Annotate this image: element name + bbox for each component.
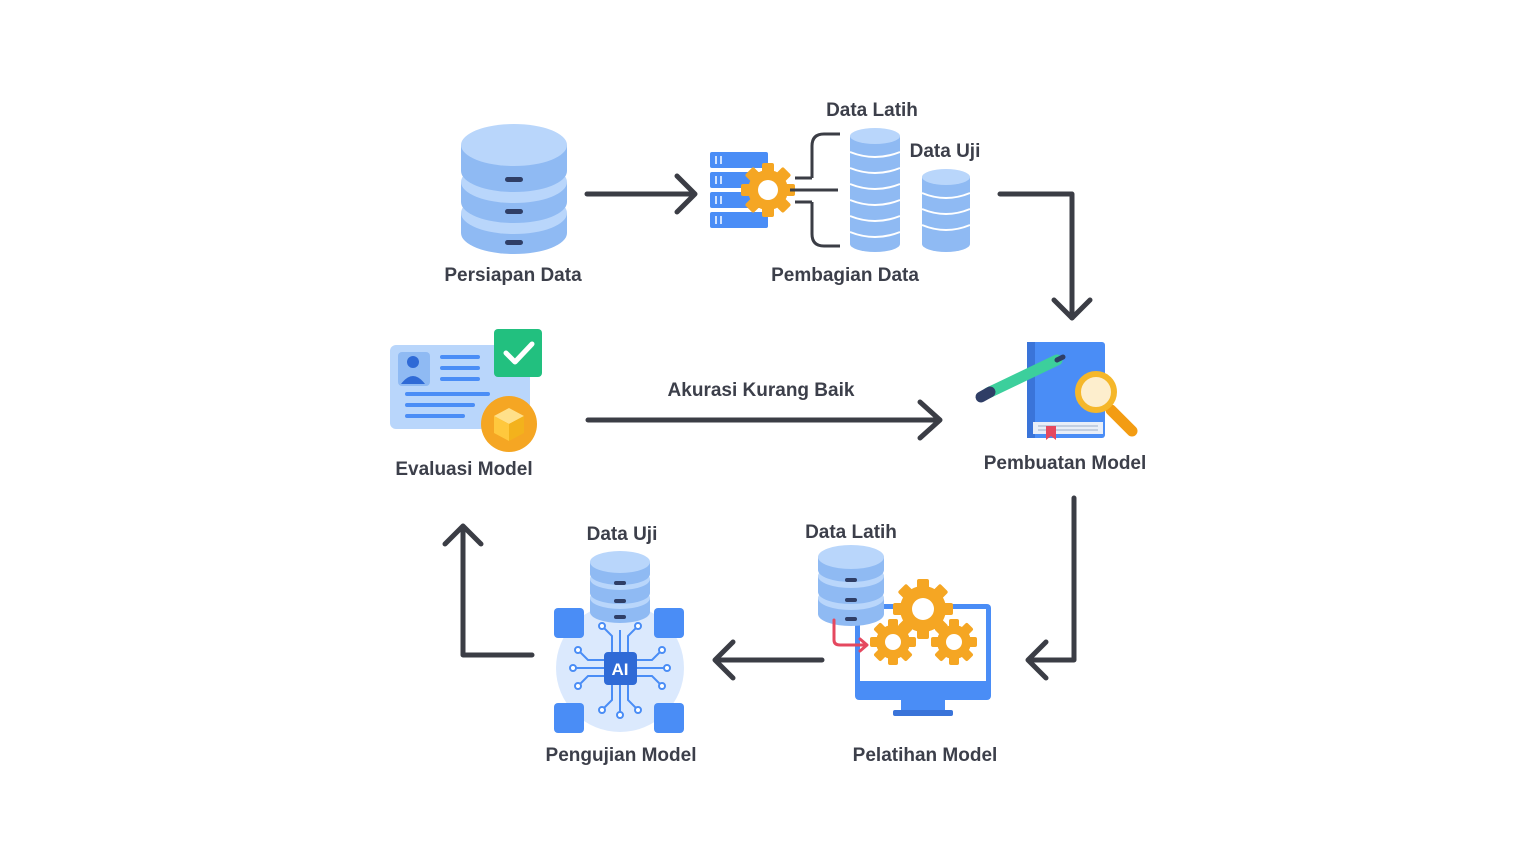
step-label-pembuatan-model: Pembuatan Model: [984, 453, 1147, 474]
user-avatar-icon: [407, 356, 419, 368]
database-icon: [461, 124, 567, 254]
arrow-persiapan-to-pembagian: [584, 173, 698, 215]
ai-chip-icon: AI: [554, 604, 684, 733]
gear-icon: [741, 163, 795, 217]
checkmark-icon: [494, 329, 542, 377]
step-label-pengujian-model: Pengujian Model: [546, 745, 697, 766]
input-arrow-icon: [832, 618, 869, 653]
training-data-database-icon: [818, 545, 884, 626]
input-label-data-uji: Data Uji: [587, 524, 658, 545]
pen-icon: [975, 354, 1066, 403]
gear-icon-large: [893, 579, 953, 639]
step-label-persiapan-data: Persiapan Data: [444, 265, 582, 286]
step-label-pembagian-data: Pembagian Data: [771, 265, 919, 286]
feedback-label: Akurasi Kurang Baik: [668, 380, 855, 401]
training-data-cylinder-icon: [849, 128, 901, 252]
magnifier-icon: [1075, 371, 1138, 437]
svg-text:AI: AI: [612, 660, 629, 679]
gear-icon-left: [870, 619, 916, 665]
split-bracket: [790, 132, 840, 248]
test-data-database-icon: [590, 551, 650, 623]
arrow-pembuatan-to-pelatihan: [1025, 495, 1077, 681]
monitor-gears-icon: [855, 579, 991, 716]
gear-icon-right: [931, 619, 977, 665]
arrow-feedback-evaluasi-to-pembuatan: [585, 399, 943, 441]
id-card-check-icon: [390, 329, 542, 452]
flow-arrows: [442, 173, 1093, 681]
split-label-data-latih: Data Latih: [826, 100, 918, 121]
arrow-pengujian-to-evaluasi: [442, 523, 535, 658]
input-label-data-latih: Data Latih: [805, 522, 897, 543]
step-label-evaluasi-model: Evaluasi Model: [395, 459, 532, 480]
arrow-pelatihan-to-pengujian: [712, 639, 825, 681]
test-data-cylinder-icon: [921, 169, 971, 252]
arrow-pembagian-to-pembuatan: [997, 191, 1093, 321]
circuit-lines: [576, 627, 664, 712]
step-label-pelatihan-model: Pelatihan Model: [853, 745, 998, 766]
cube-badge-icon: [481, 396, 537, 452]
server-gear-icon: [710, 152, 795, 228]
book-search-icon: [975, 342, 1138, 440]
split-label-data-uji: Data Uji: [910, 141, 981, 162]
